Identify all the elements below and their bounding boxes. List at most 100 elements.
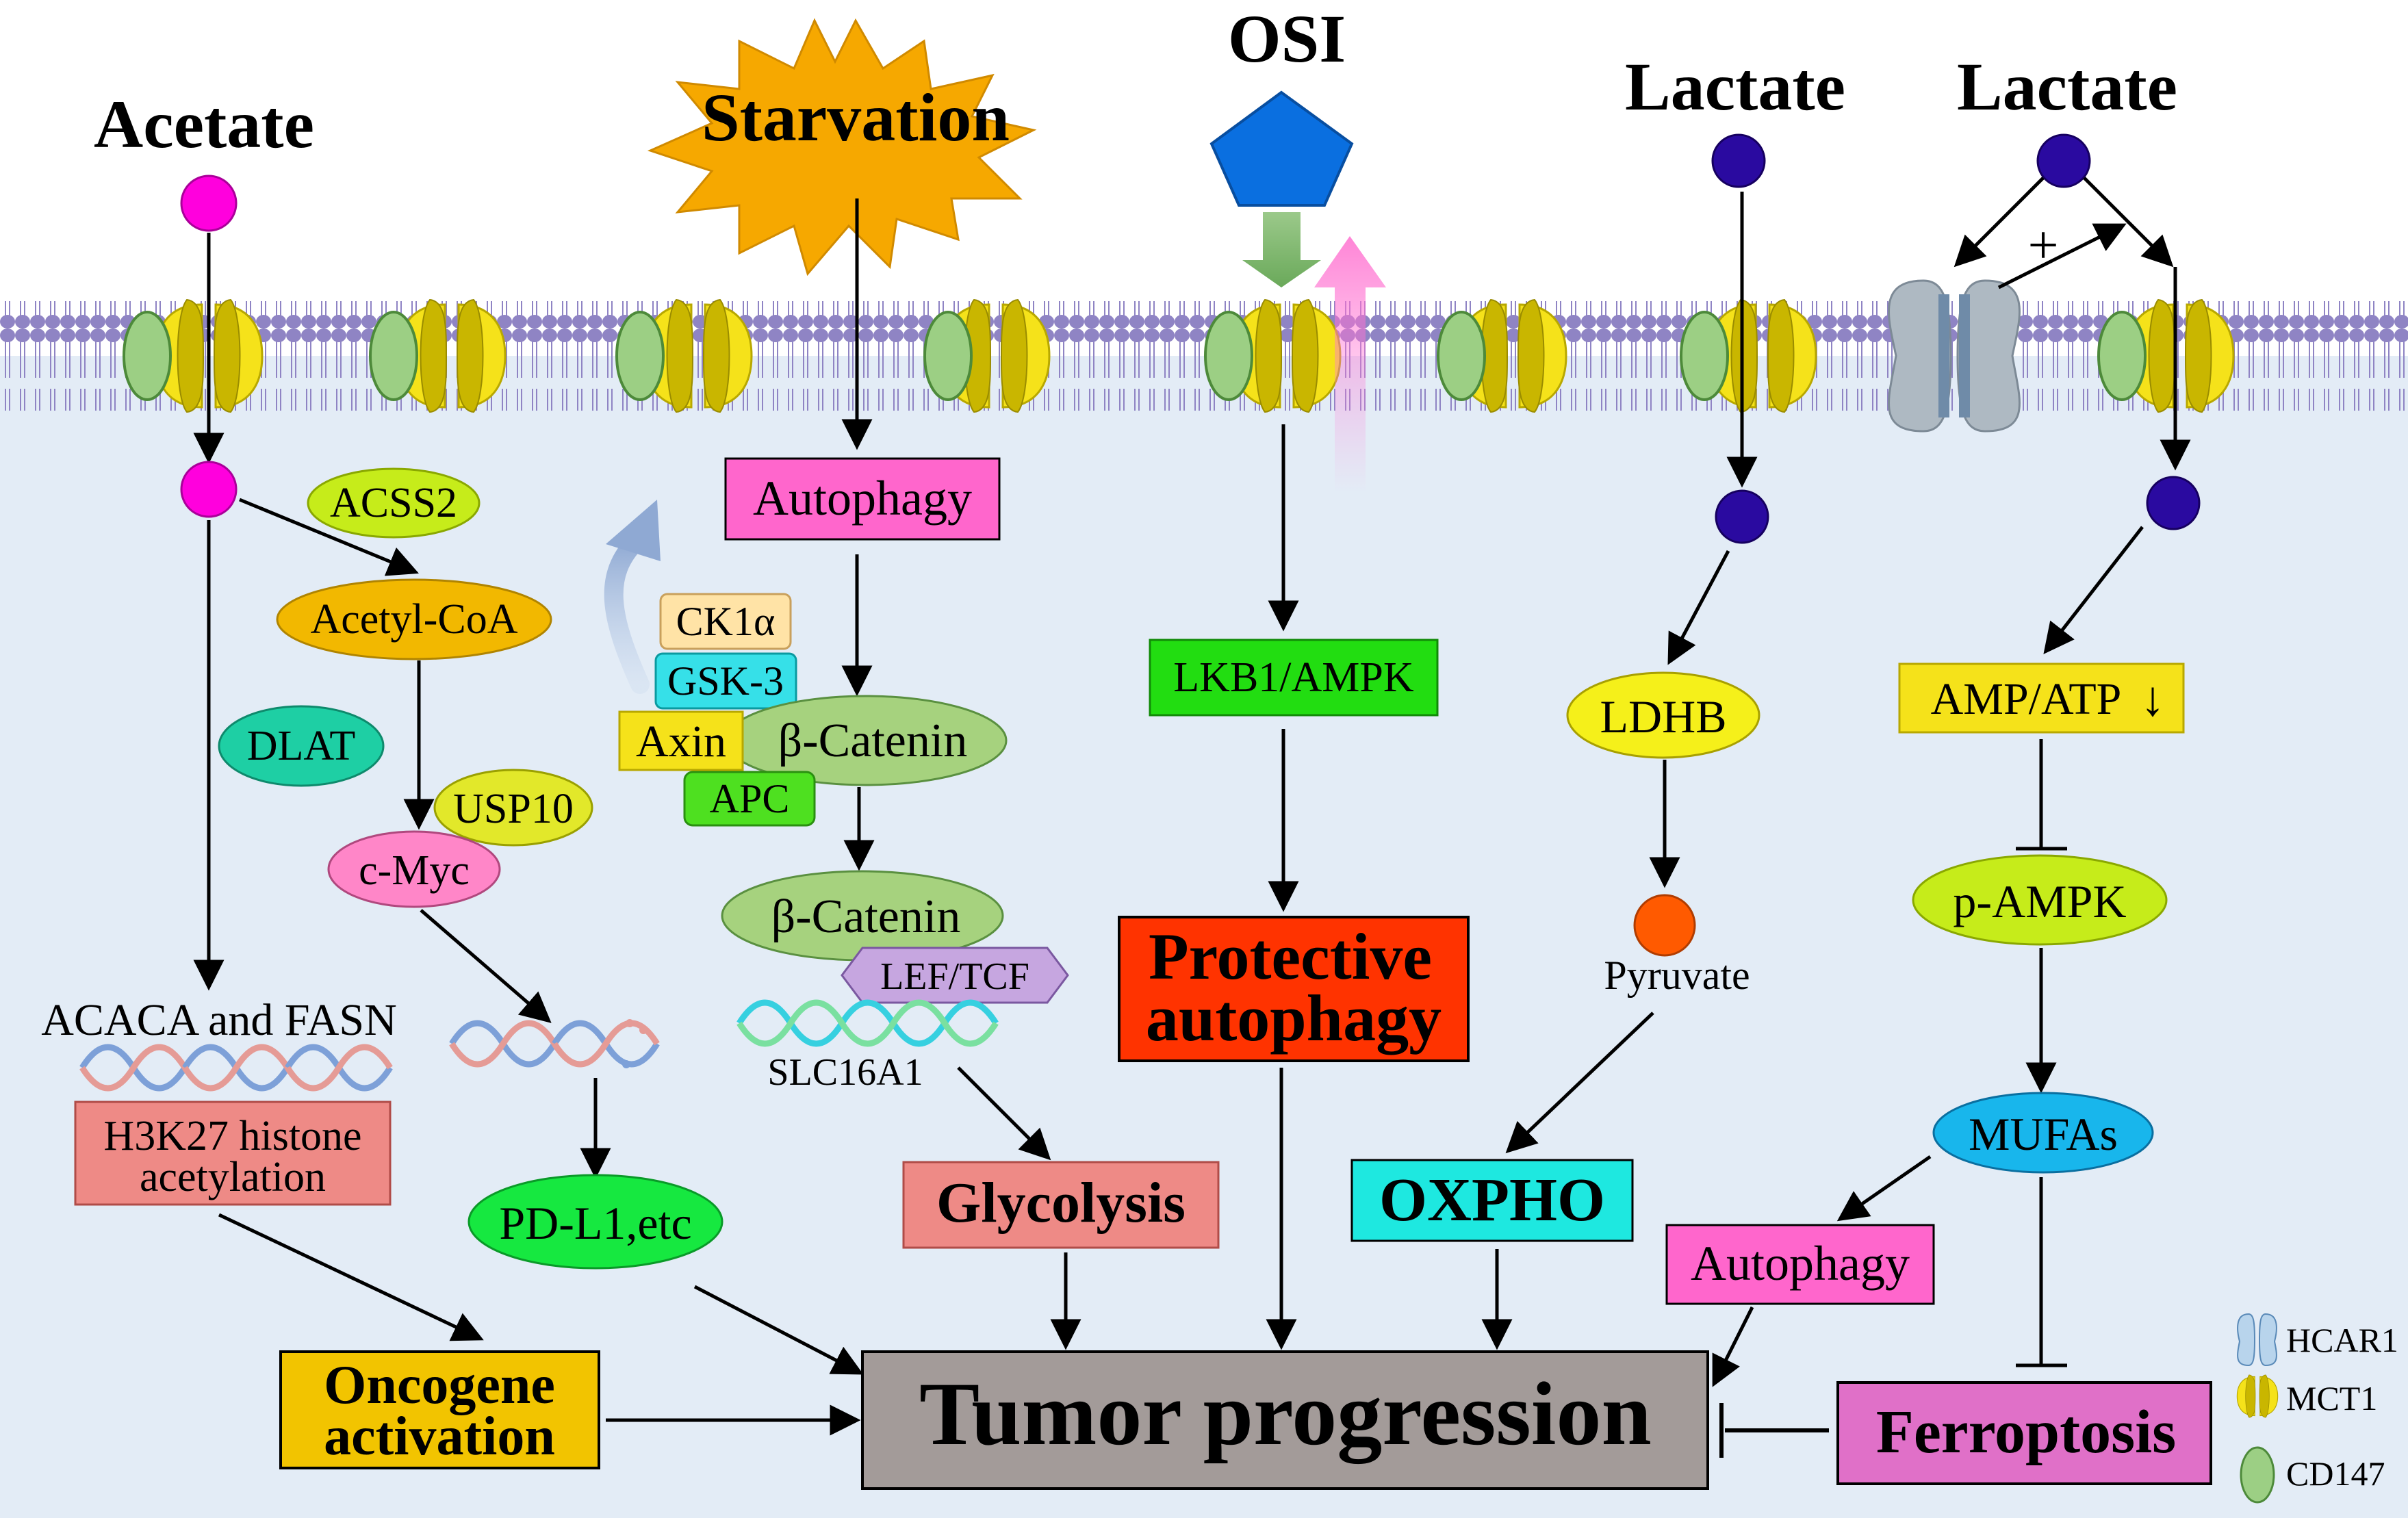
usp10-label: USP10 [453, 786, 574, 832]
tumor-progression-label: Tumor progression [919, 1363, 1652, 1464]
acetate-dot [180, 461, 238, 518]
cd147-protein [123, 311, 172, 401]
osi-pentagon [1209, 90, 1354, 207]
pd-l1-node [467, 1174, 723, 1270]
dna-helix-icon [737, 999, 999, 1047]
b-catenin-nuclear-label: β-Catenin [771, 890, 961, 943]
cd147-protein [923, 311, 973, 401]
cd147-protein [1680, 311, 1729, 401]
autophagy-label: Autophagy [753, 471, 972, 526]
down-arrow-icon: ↓ [2140, 671, 2165, 726]
arrow [2083, 177, 2174, 268]
apc-box [683, 771, 816, 827]
lactate-dot [2146, 476, 2201, 530]
p-ampk-node [1912, 854, 2168, 946]
efflux-gradient-arrow [1314, 236, 1386, 493]
arrow [420, 909, 552, 1023]
cd147-protein [2097, 311, 2147, 401]
usp10-node [433, 769, 593, 847]
oncogene-label-line1: Oncogene [324, 1355, 555, 1415]
ferroptosis-box [1836, 1381, 2212, 1485]
arrow [1997, 223, 2127, 290]
acaca-fasn-label: ACACA and FASN [41, 995, 397, 1045]
mufas-label: MUFAs [1969, 1108, 2118, 1160]
pyruvate-label: Pyruvate [1604, 953, 1750, 998]
c-myc-node [327, 830, 501, 908]
lactate-dot [1711, 133, 1766, 188]
dlat-node [218, 705, 385, 787]
feedback-curve-arrow [604, 531, 650, 694]
glycolysis-box [902, 1161, 1220, 1249]
mufas-node [1932, 1092, 2154, 1174]
protective-label-line2: autophagy [1146, 981, 1442, 1055]
lkb1-ampk-box [1149, 639, 1439, 717]
cd147-legend-label: CD147 [2286, 1454, 2385, 1493]
acetyl-coa-node [276, 578, 552, 660]
lef-tcf-label: LEF/TCF [880, 955, 1029, 998]
hcar1-receptor [1888, 279, 2021, 433]
oncogene-box [279, 1350, 600, 1469]
c-myc-label: c-Myc [359, 847, 470, 894]
cd147-protein [1437, 311, 1486, 401]
ldhb-label: LDHB [1600, 691, 1726, 743]
gsk3-box [654, 652, 797, 710]
glycolysis-label: Glycolysis [936, 1171, 1186, 1235]
osi-label: OSI [1228, 1, 1346, 77]
arrow [1712, 1306, 1754, 1387]
pd-l1-label: PD-L1,etc [499, 1197, 691, 1249]
autophagy-box [724, 457, 1001, 541]
lef-tcf-hexagon [841, 947, 1069, 1004]
dna-helix-icon [452, 1019, 657, 1068]
acetyl-coa-label: Acetyl-CoA [310, 596, 517, 643]
arrow [1836, 1155, 1932, 1222]
amp-atp-label: AMP/ATP [1931, 674, 2122, 724]
arrow [1667, 550, 1730, 665]
ldhb-node [1566, 671, 1760, 759]
arrow [957, 1066, 1051, 1161]
protective-autophagy-box [1118, 916, 1470, 1062]
h3k27-label-line2: acetylation [140, 1154, 326, 1200]
arrow [1505, 1012, 1654, 1154]
slc16a1-label: SLC16A1 [767, 1051, 923, 1094]
pyruvate-dot [1633, 894, 1696, 957]
oncogene-label-line2: activation [324, 1406, 555, 1467]
lkb1-ampk-label: LKB1/AMPK [1173, 654, 1414, 701]
legend: HCAR1 MCT1 CD147 [2236, 1313, 2398, 1504]
starvation-label: Starvation [702, 79, 1010, 155]
oxpho-label: OXPHO [1379, 1166, 1605, 1234]
p-ampk-label: p-AMPK [1953, 875, 2126, 927]
hcar1-legend-icon [2237, 1313, 2277, 1367]
ck1a-box [659, 593, 792, 650]
axin-label: Axin [636, 717, 726, 767]
feedback-curve-arrowhead [606, 500, 661, 561]
apc-label: APC [710, 776, 790, 821]
dlat-label: DLAT [247, 723, 355, 769]
lactate-dot [2036, 133, 2091, 188]
arrow [2043, 526, 2144, 654]
cd147-legend-icon [2240, 1446, 2275, 1504]
autophagy-box-2 [1665, 1224, 1935, 1305]
autophagy-label-2: Autophagy [1691, 1236, 1910, 1291]
lactate-dot [1715, 489, 1769, 544]
cd147-protein [1204, 311, 1253, 401]
lactate-label-2: Lactate [1957, 49, 2177, 125]
oxpho-box [1350, 1159, 1634, 1242]
tumor-progression-box [861, 1350, 1709, 1490]
plus-sign: + [2027, 216, 2058, 276]
axin-box [618, 710, 744, 771]
starvation-burst [647, 18, 1037, 276]
arrow [1954, 177, 2045, 268]
acetate-label: Acetate [94, 86, 314, 162]
mct1-legend-label: MCT1 [2286, 1379, 2377, 1417]
arrow [239, 498, 419, 576]
b-catenin-label: β-Catenin [778, 715, 968, 767]
gsk3-label: GSK-3 [667, 658, 784, 704]
protective-label-line1: Protective [1149, 920, 1432, 993]
lactate-label-1: Lactate [1625, 49, 1845, 125]
acss2-node [307, 467, 481, 539]
h3k27-box [74, 1101, 392, 1206]
cd147-protein [369, 311, 418, 401]
h3k27-label-line1: H3K27 histone [103, 1113, 361, 1159]
osi-influx-arrow [1242, 212, 1321, 287]
